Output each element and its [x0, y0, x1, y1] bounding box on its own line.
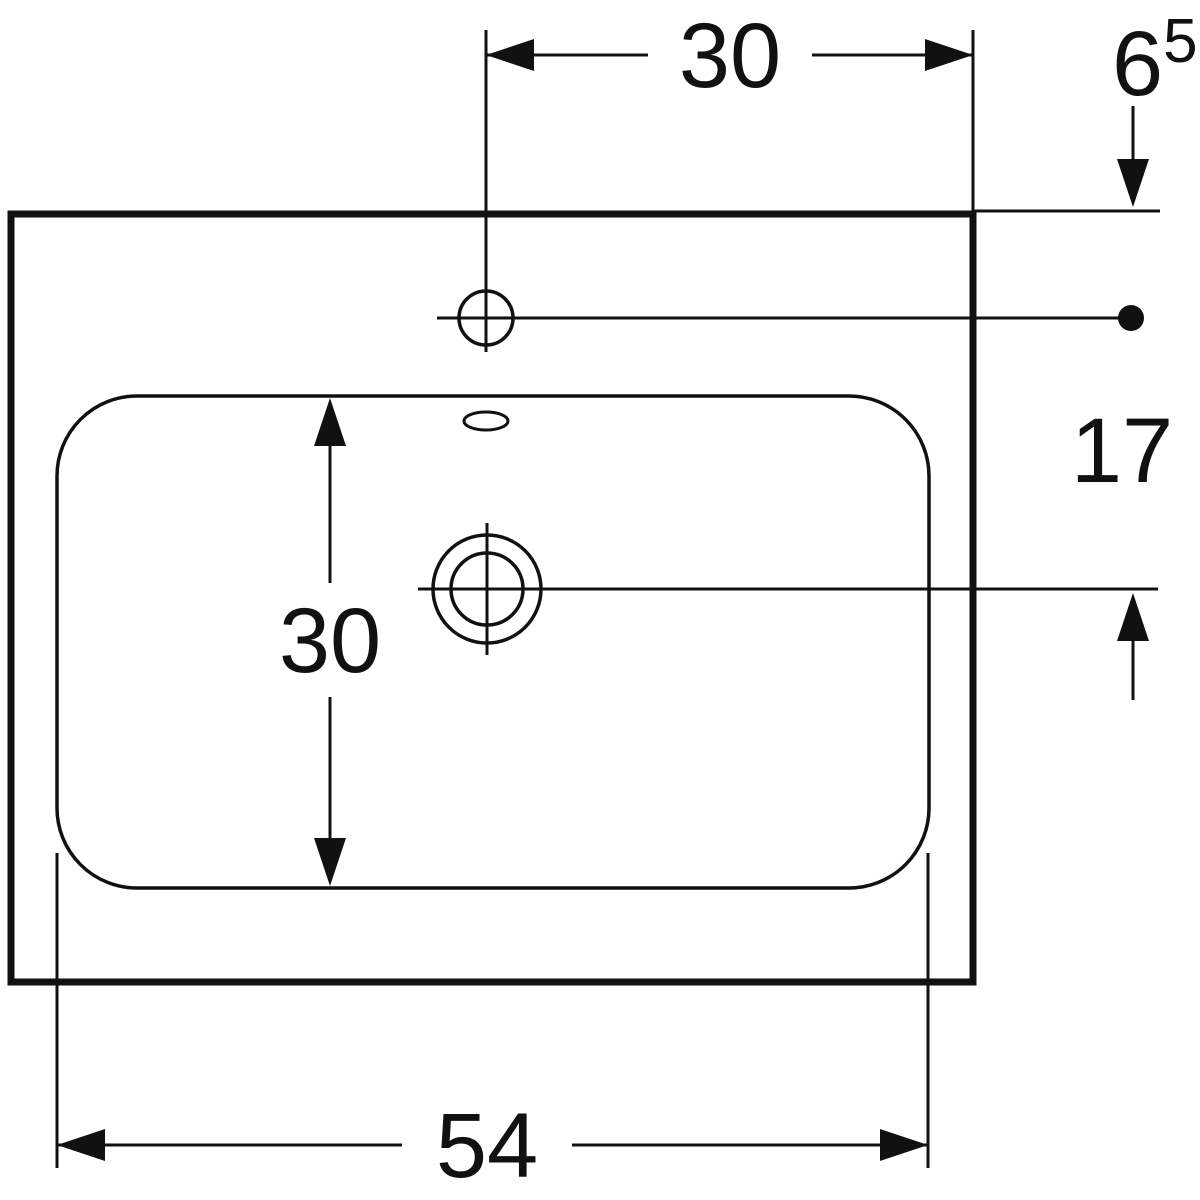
arrowhead-down — [1117, 159, 1149, 207]
arrowhead-up — [314, 398, 346, 446]
rear-offset-superscript: 5 — [1163, 7, 1197, 76]
dimension-top-30: 30 — [486, 5, 975, 212]
arrowhead-left — [57, 1129, 105, 1161]
dimension-label-top: 30 — [679, 5, 781, 107]
dimension-label-bowl-width: 54 — [436, 1095, 538, 1197]
dimension-tap-to-drain: 17 — [1071, 400, 1173, 700]
arrowhead-up — [1117, 593, 1149, 641]
basin-outer-outline — [7, 210, 977, 986]
rear-offset-whole: 6 — [1112, 13, 1163, 115]
arrowhead-right — [880, 1129, 928, 1161]
arrowhead-right — [925, 39, 973, 71]
tap-axis-marker-dot — [1118, 305, 1144, 331]
arrowhead-left — [486, 39, 534, 71]
tap-hole-circle — [457, 289, 515, 347]
dimension-label-bowl-depth: 30 — [279, 590, 381, 692]
basin-bowl-outline — [55, 394, 931, 890]
dimension-label-tap-to-drain: 17 — [1071, 400, 1173, 502]
arrowhead-down — [314, 838, 346, 886]
dimension-label-rear-offset: 65 — [1112, 7, 1198, 115]
dimension-bowl-depth: 30 — [279, 398, 381, 886]
drain-inner-circle — [449, 551, 525, 627]
drain — [418, 523, 1158, 655]
drain-outer-circle — [431, 533, 543, 645]
dimension-rear-offset: 65 — [973, 7, 1198, 213]
dimension-bowl-width: 54 — [55, 853, 930, 1197]
overflow-slot — [462, 410, 510, 432]
tap-hole — [437, 30, 1144, 352]
